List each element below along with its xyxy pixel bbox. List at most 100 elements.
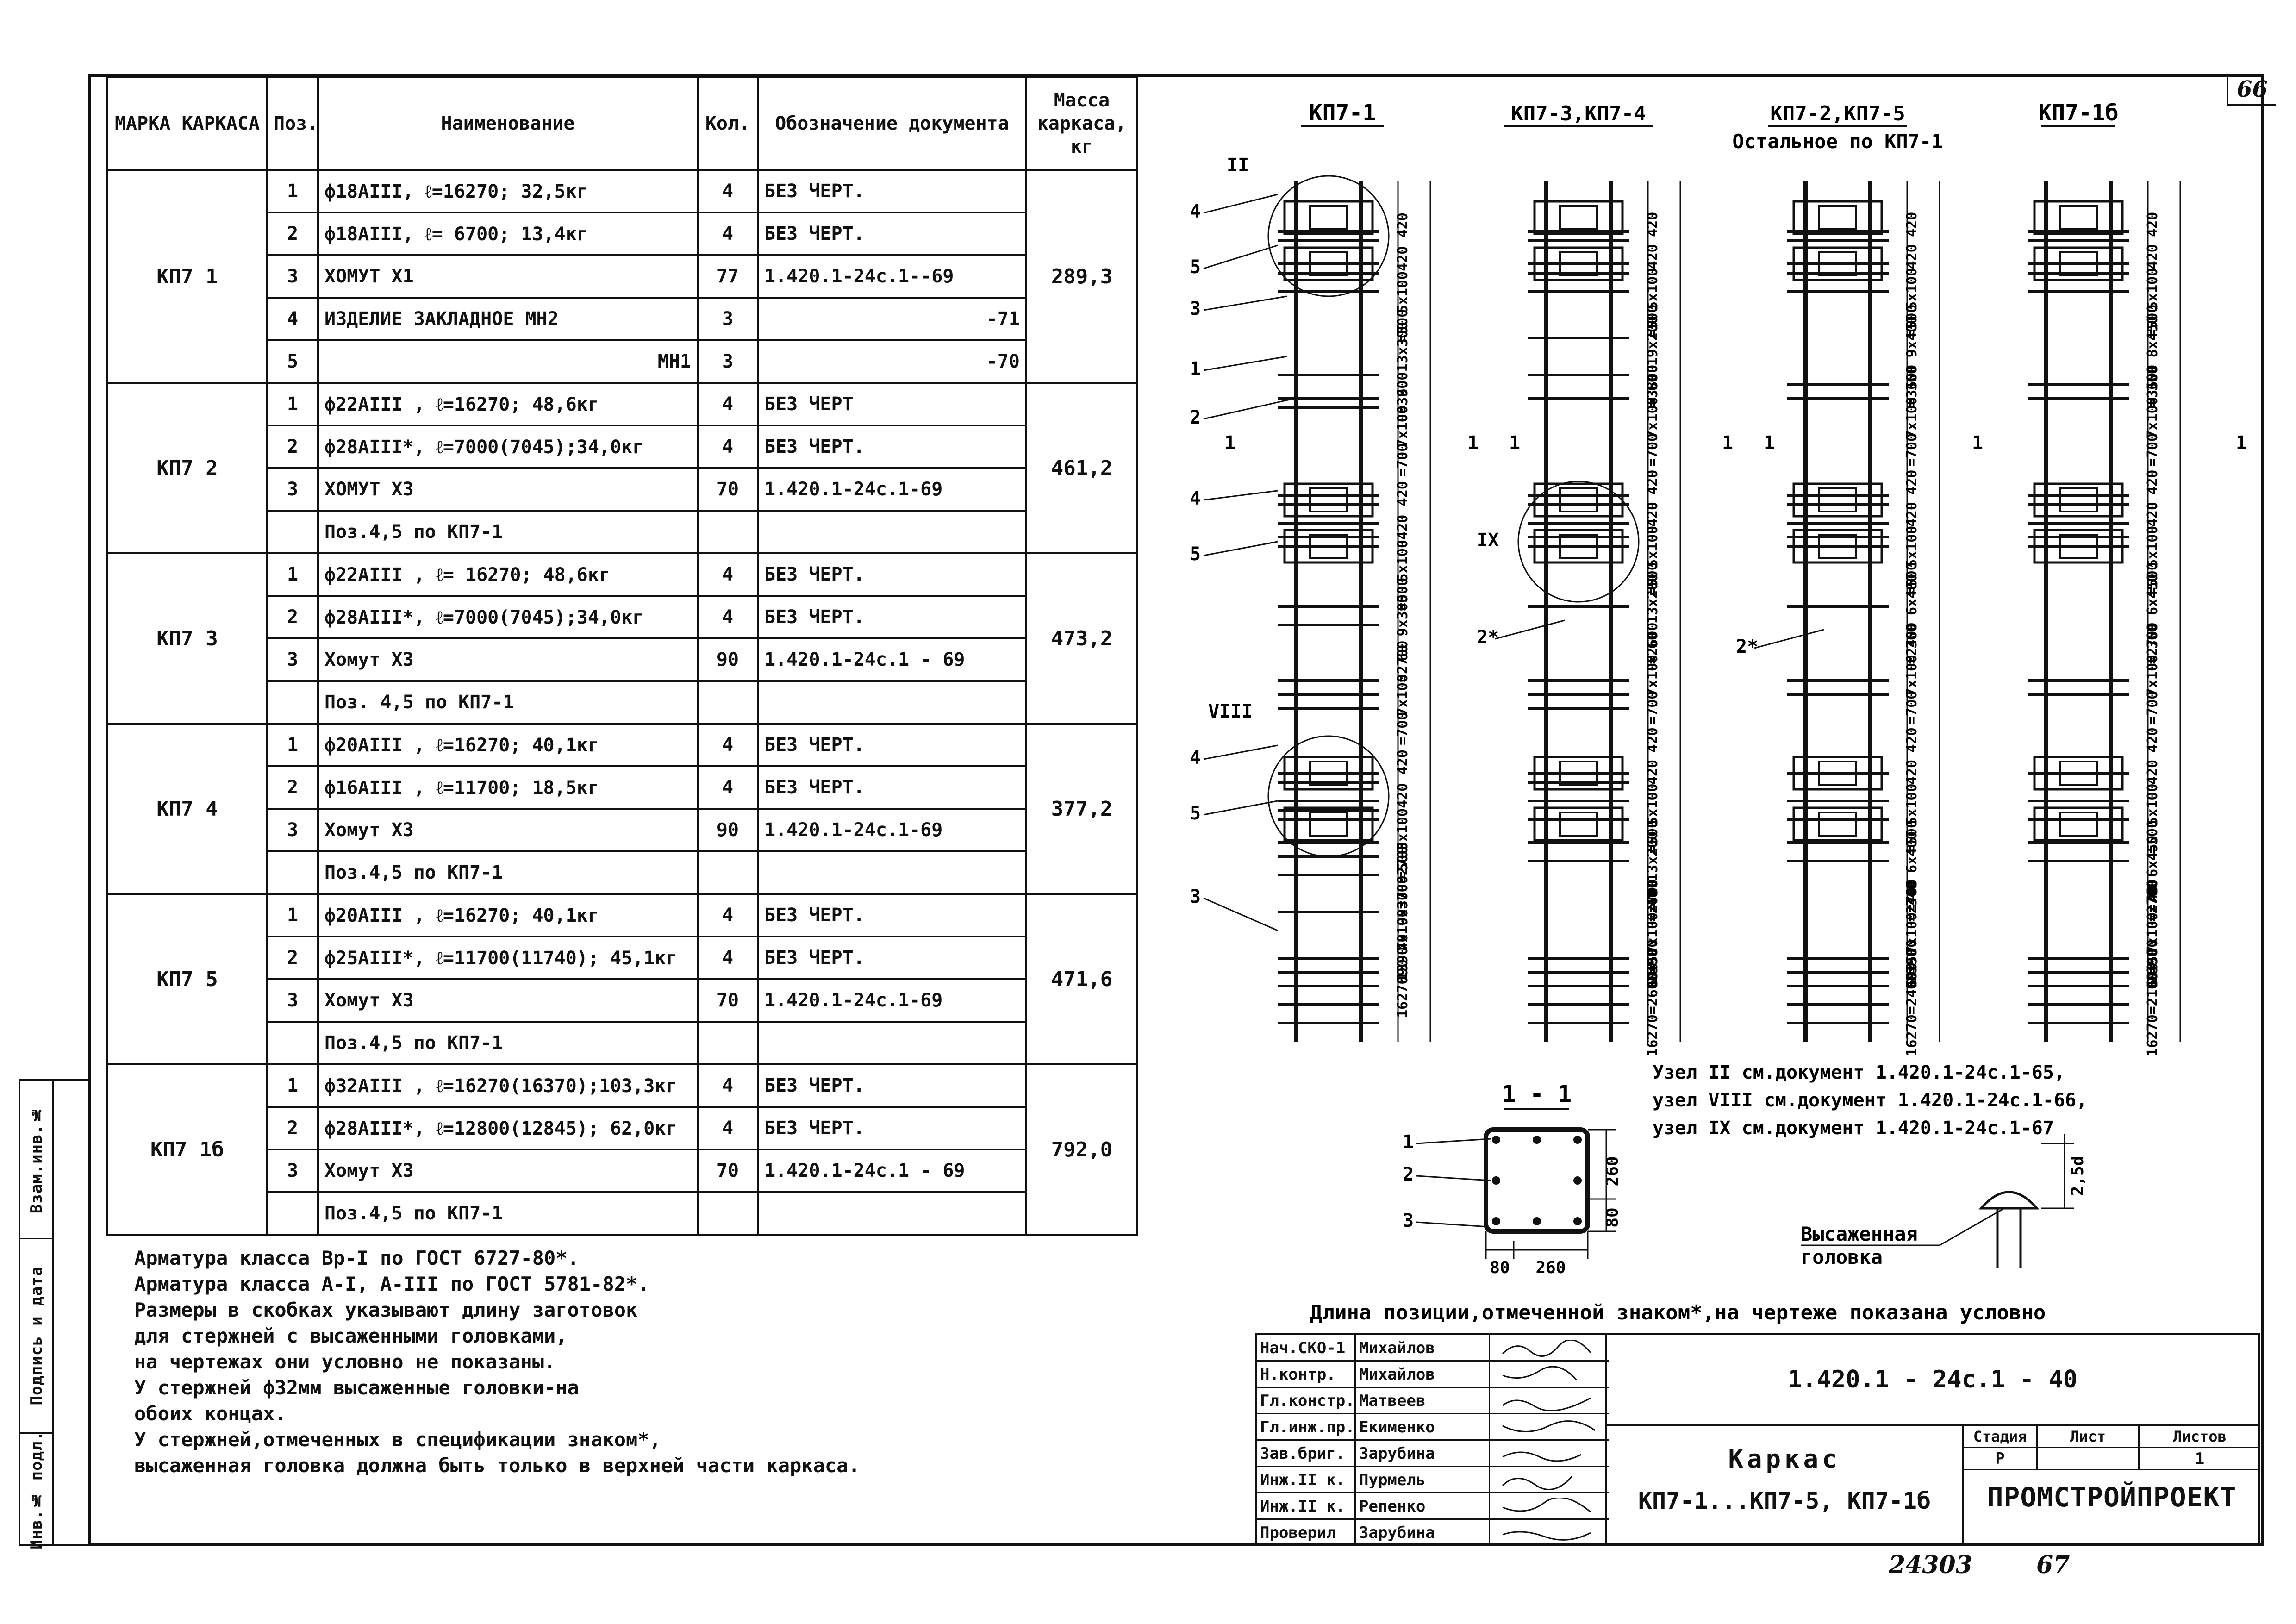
frame-title: КП7-1 (1309, 100, 1376, 126)
signature-icon (1502, 1476, 1573, 1490)
frame-dimension: 7x100 (1904, 397, 1920, 438)
document-cell: БЕЗ ЧЕРТ. (757, 723, 1027, 767)
position-cell: 3 (266, 978, 319, 1023)
signature-icon (1502, 1420, 1596, 1432)
embedded-anchor (2059, 205, 2098, 230)
side-cell-sign: Подпись и дата (20, 1238, 54, 1432)
head-label: Высаженная (1801, 1223, 1918, 1245)
quantity-cell: 70 (697, 1149, 759, 1193)
embedded-anchor (1818, 812, 1857, 837)
callout: 3 (1190, 886, 1201, 907)
embedded-anchor (1559, 205, 1598, 230)
table-row: Поз. 4,5 по КП7-1 (107, 680, 1137, 725)
name-cell: ф20АIII , ℓ=16270; 40,1кг (317, 723, 699, 767)
signature-icon (1502, 1340, 1591, 1357)
document-cell: БЕЗ ЧЕРТ. (757, 765, 1027, 810)
frame-title: КП7-2,КП7-5 (1770, 102, 1905, 125)
callout: 4 (1190, 201, 1201, 222)
quantity-cell: 4 (697, 765, 759, 810)
node-markers: II IX VIII (1208, 155, 1640, 857)
frame-dimension: =500 (2145, 304, 2161, 337)
frame-mark-cell: КП7 4 (106, 723, 268, 895)
name-cell: МН1 (317, 339, 699, 384)
frame-dimension: 420 (1904, 727, 1920, 752)
embedded-plate (1792, 806, 1883, 842)
head-dim: 2,5d (2068, 1156, 2087, 1196)
document-cell: -71 (757, 297, 1027, 341)
signature-row: Инж.II к.Пурмель (1257, 1467, 1609, 1493)
frame-dimension: =500 (1904, 304, 1920, 337)
side-label: Подпись и дата (27, 1266, 46, 1405)
document-cell: БЕЗ ЧЕРТ. (757, 169, 1027, 213)
name-cell: ХОМУТ Х3 (317, 467, 699, 512)
frame-dimension: =700 (1395, 443, 1411, 477)
section-mark: 1 (1764, 432, 1775, 454)
position-cell: 1 (266, 1063, 319, 1108)
frame-dimension: 5x100 (1645, 783, 1661, 825)
frame-dimension: 40 6x450 (2145, 836, 2161, 903)
frame-dimension: 5x100 (1904, 783, 1920, 825)
frame-dimension: 5x100 (1395, 540, 1411, 581)
position-cell (266, 850, 319, 895)
embedded-anchor (1309, 812, 1348, 837)
position-cell: 1 (266, 893, 319, 937)
position-cell: 3 (266, 808, 319, 852)
position-cell: 4 (266, 297, 319, 341)
node-references: Узел II см.документ 1.420.1-24с.1-65, уз… (1653, 1062, 2087, 1139)
position-cell (266, 1191, 319, 1236)
frame-dimension: 5x100 (2145, 268, 2161, 310)
handwritten-numbers: 24303 67 (1889, 1551, 2070, 1579)
embedded-anchor (1559, 761, 1598, 786)
frame-dimension: 420 (1645, 760, 1661, 785)
frame-dimension: 7x100 (1904, 655, 1920, 696)
frame-dimension: =500 (2145, 820, 2161, 853)
frame-dimension: 420 (1645, 727, 1661, 752)
callout: 5 (1190, 256, 1201, 278)
frame-dimension: =2700 (2145, 880, 2161, 922)
quantity-cell: 90 (697, 637, 759, 682)
position-cell: 3 (266, 637, 319, 682)
quantity-cell: 4 (697, 595, 759, 639)
notes: Арматура класса Вр-I по ГОСТ 6727-80*. А… (134, 1245, 921, 1479)
name-cell: ф18АIII, ℓ=16270; 32,5кг (317, 169, 699, 213)
frame-dimension: 420 (1645, 212, 1661, 237)
frame-dimension: 60 13x300 (1395, 322, 1411, 397)
quantity-cell: 4 (697, 1106, 759, 1150)
frame-dimension: =2700 (1395, 641, 1411, 682)
note-line: обоих концах. (134, 1402, 287, 1425)
position-cell: 5 (266, 339, 319, 384)
frame-dimension: =3800 (1645, 365, 1661, 406)
embedded-anchor (2059, 812, 2098, 837)
quantity-cell (697, 680, 759, 725)
quantity-cell: 3 (697, 339, 759, 384)
drawing-frame (88, 74, 2264, 1546)
frame-dimension: 360 6x400 (1904, 574, 1920, 649)
embedded-plate (1792, 246, 1883, 281)
quantity-cell: 70 (697, 467, 759, 512)
frame-dimension: =3600 (1904, 365, 1920, 406)
quantity-cell (697, 850, 759, 895)
table-row: Поз.4,5 по КП7-1 (107, 510, 1137, 554)
document-cell (757, 510, 1027, 554)
quantity-cell: 4 (697, 169, 759, 213)
sheet-value (2038, 1448, 2140, 1470)
embedded-anchor (2059, 534, 2098, 559)
frame-mark-cell: КП7 2 (106, 382, 268, 554)
quantity-cell: 4 (697, 723, 759, 767)
frame-dimension: 420 (1395, 246, 1411, 271)
frame-dimension: =500 (1904, 562, 1920, 595)
frame-dimension: 420 (1904, 502, 1920, 527)
document-cell (757, 850, 1027, 895)
frame-dimension: 690 7x100=700 (1904, 879, 1920, 988)
